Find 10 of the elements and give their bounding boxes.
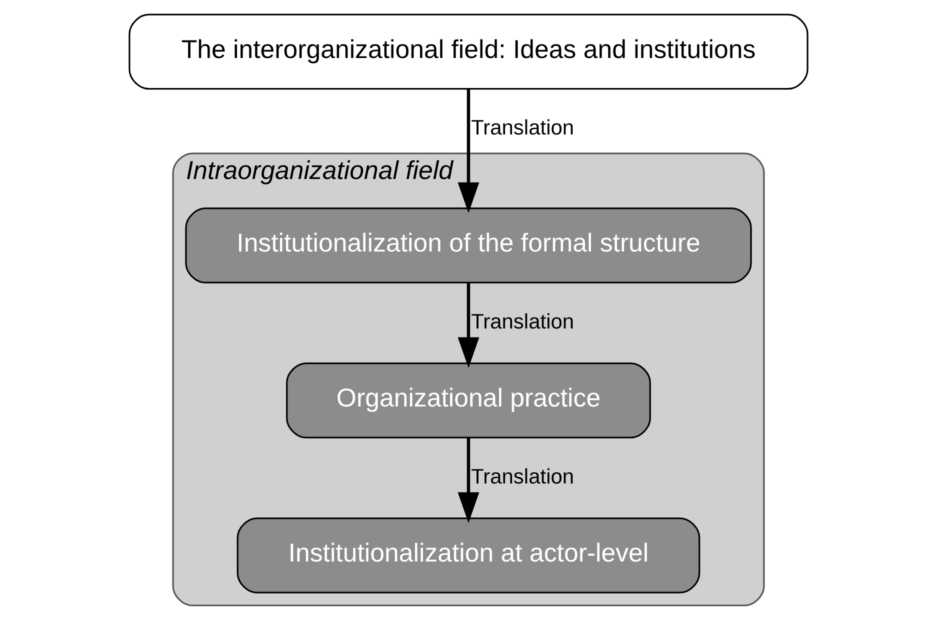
edge-label: Translation [470, 310, 574, 334]
arrow [457, 89, 479, 214]
edge-label: Translation [470, 465, 574, 488]
arrow [457, 283, 479, 368]
node-box: Organizational practice [286, 362, 650, 438]
edge-label: Translation [470, 116, 574, 140]
node-box: Institutionalization of the formal structure [184, 208, 752, 284]
node-box: Institutionalization at actor-level [236, 518, 700, 594]
arrow [457, 438, 479, 523]
node-box: The interorganizational field: Ideas and institutions [128, 14, 808, 90]
